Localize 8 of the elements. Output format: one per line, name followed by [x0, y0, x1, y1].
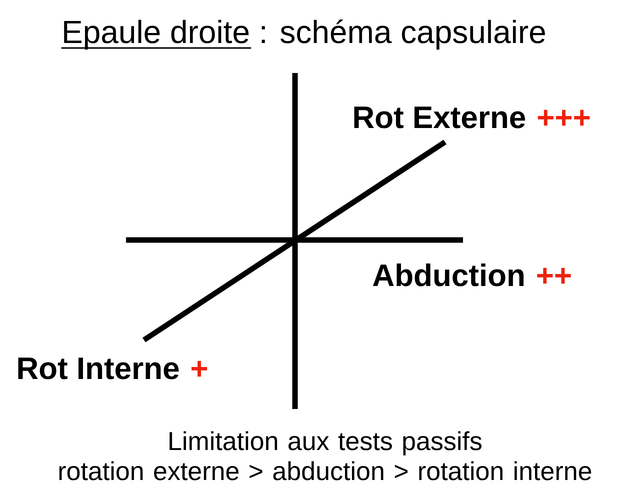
- title: Epaule droite : schéma capsulaire: [61, 19, 545, 50]
- grade-label: +++: [538, 110, 590, 126]
- axis-label: Abduction: [372, 264, 524, 286]
- grade-label: +: [192, 360, 208, 377]
- axis-label: Rot Interne: [18, 358, 179, 380]
- axis-label: Rot Externe: [354, 106, 526, 128]
- caption: Limitation aux tests passifs rotation externe > abduction > rotation interne: [59, 431, 592, 480]
- grade-label: ++: [537, 268, 571, 284]
